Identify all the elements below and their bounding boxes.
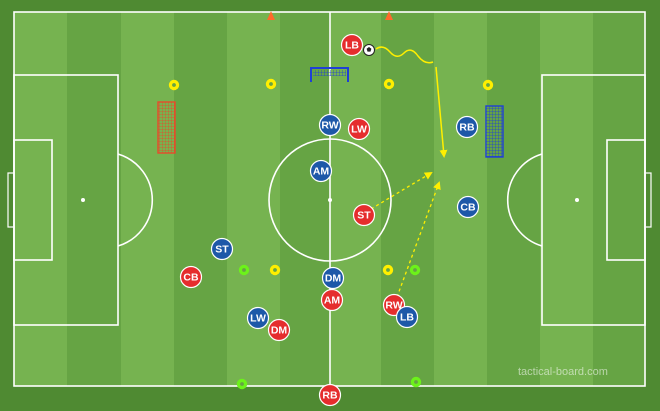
player-label: DM — [271, 325, 288, 337]
yellow-cone-icon[interactable] — [482, 79, 494, 91]
red-player-st[interactable]: ST — [352, 203, 376, 227]
player-label: LB — [400, 312, 414, 324]
pass-arrow — [396, 181, 441, 298]
orange-cone-icon[interactable] — [385, 11, 393, 20]
blue-player-icon — [318, 113, 342, 137]
red-player-rb[interactable]: RB — [318, 383, 342, 407]
watermark: tactical-board.com — [518, 366, 608, 378]
blue-player-rw[interactable]: RW — [318, 113, 342, 137]
player-label: AM — [324, 295, 341, 307]
green-cone-icon[interactable] — [410, 376, 422, 388]
player-label: ST — [357, 210, 371, 222]
blue-player-icon — [456, 195, 480, 219]
player-label: CB — [183, 272, 199, 284]
player-label: AM — [313, 166, 330, 178]
green-cone-icon[interactable] — [409, 264, 421, 276]
football-icon[interactable] — [363, 44, 375, 56]
yellow-cone-icon[interactable] — [383, 78, 395, 90]
blue-player-cb[interactable]: CB — [456, 195, 480, 219]
blue-mini-goal-icon[interactable] — [485, 105, 504, 158]
blue-player-dm[interactable]: DM — [321, 266, 345, 290]
left-penalty-arc — [117, 153, 154, 247]
player-label: RB — [322, 390, 338, 402]
red-player-icon — [340, 33, 364, 57]
red-player-lw[interactable]: LW — [347, 117, 371, 141]
center-spot — [328, 198, 332, 202]
player-label: DM — [325, 273, 342, 285]
red-player-icon — [318, 383, 342, 407]
yellow-cone-icon[interactable] — [265, 78, 277, 90]
red-player-cb[interactable]: CB — [179, 265, 203, 289]
red-player-lb[interactable]: LB — [340, 33, 364, 57]
blue-player-lw[interactable]: LW — [246, 306, 270, 330]
yellow-cone-icon[interactable] — [269, 264, 281, 276]
blue-player-icon — [309, 159, 333, 183]
player-label: RW — [321, 120, 338, 132]
player-label: LW — [250, 313, 266, 325]
player-label: ST — [215, 244, 229, 256]
red-mini-goal-icon[interactable] — [157, 101, 176, 154]
blue-player-icon — [210, 237, 234, 261]
red-player-icon — [347, 117, 371, 141]
player-label: CB — [460, 202, 476, 214]
player-label: LB — [345, 40, 359, 52]
green-cone-icon[interactable] — [236, 378, 248, 390]
red-player-icon — [352, 203, 376, 227]
blue-player-icon — [321, 266, 345, 290]
player-label: RW — [385, 300, 402, 312]
right-goal — [644, 172, 652, 228]
blue-player-icon — [246, 306, 270, 330]
player-label: LW — [351, 124, 367, 136]
blue-player-icon — [455, 115, 479, 139]
blue-player-rb[interactable]: RB — [455, 115, 479, 139]
run-arrow — [435, 66, 448, 158]
green-cone-icon[interactable] — [238, 264, 250, 276]
yellow-cone-icon[interactable] — [168, 79, 180, 91]
red-player-icon — [320, 288, 344, 312]
player-label: RB — [459, 122, 475, 134]
orange-cone-icon[interactable] — [267, 11, 275, 20]
right-penalty-arc — [506, 153, 543, 247]
red-player-dm[interactable]: DM — [267, 318, 291, 342]
blue-player-lb[interactable]: LB — [395, 305, 419, 329]
left-goal — [7, 172, 15, 228]
blue-player-st[interactable]: ST — [210, 237, 234, 261]
blue-player-icon — [395, 305, 419, 329]
right-penalty-spot — [575, 198, 579, 202]
blue-mini-goal-icon[interactable] — [310, 67, 349, 82]
blue-player-am[interactable]: AM — [309, 159, 333, 183]
left-penalty-spot — [81, 198, 85, 202]
red-player-icon — [179, 265, 203, 289]
red-player-icon — [267, 318, 291, 342]
yellow-cone-icon[interactable] — [382, 264, 394, 276]
red-player-am[interactable]: AM — [320, 288, 344, 312]
center-circle — [268, 138, 392, 262]
dribble-arrow — [375, 46, 434, 64]
